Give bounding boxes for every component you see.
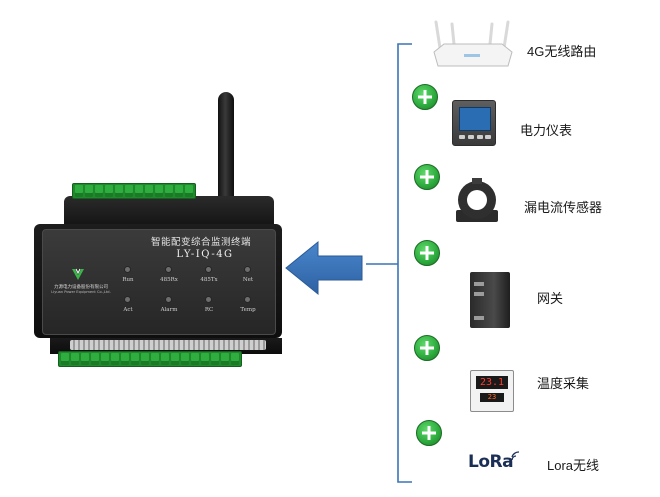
plus-icon [416,420,442,446]
plus-icon [414,164,440,190]
temp-display: 23.1 [476,376,508,389]
led-label: RC [204,307,214,313]
gateway-icon [470,272,510,328]
led-label: Net [242,277,254,283]
device-model: LY-IQ-4G [176,249,234,260]
item-label-gateway: 网关 [537,291,564,306]
led-label: 485Tx [200,277,218,283]
item-label-meter: 电力仪表 [520,123,573,138]
led-label: Alarm [160,307,178,313]
brand-name: 力源电力设备股份有限公司 [54,285,108,290]
led-label: 485Rx [160,277,178,283]
plus-icon [414,240,440,266]
device-front-panel [42,229,276,335]
plus-icon [414,335,440,361]
item-label-router: 4G无线路由 [527,44,597,59]
lora-waves-icon [511,451,520,461]
power-meter-icon [452,100,496,146]
led-run [125,267,130,272]
plus-icon [412,84,438,110]
din-rail-slot [70,340,266,350]
temp-display-sub: 23 [480,393,504,402]
led-485rx [166,267,171,272]
router-icon [433,20,513,67]
led-label: Act [123,307,133,313]
led-alarm [166,297,171,302]
device-title: 智能配变综合监测终端 [150,237,251,248]
brand-name-en: Liyuan Power Equipment Co.,Ltd. [51,290,111,294]
lora-logo-icon: LoRa [468,452,514,472]
led-temp [245,297,250,302]
antenna-icon [218,92,234,210]
led-485tx [206,267,211,272]
led-rc [206,297,211,302]
bottom-terminal-block [58,351,242,367]
led-net [245,267,250,272]
device-top-rail [64,196,274,226]
led-label: Run [122,277,134,283]
brand-logo-icon [72,268,84,280]
current-sensor-icon [456,178,498,222]
temperature-controller-icon: 23.1 23 [470,370,514,412]
led-label: Temp [240,307,256,313]
item-label-lora: Lora无线 [547,458,600,473]
item-label-sensor: 漏电流传感器 [524,200,603,215]
item-label-temperature: 温度采集 [537,376,590,391]
led-act [125,297,130,302]
top-terminal-block [72,183,196,199]
big-arrow-icon [285,240,363,296]
